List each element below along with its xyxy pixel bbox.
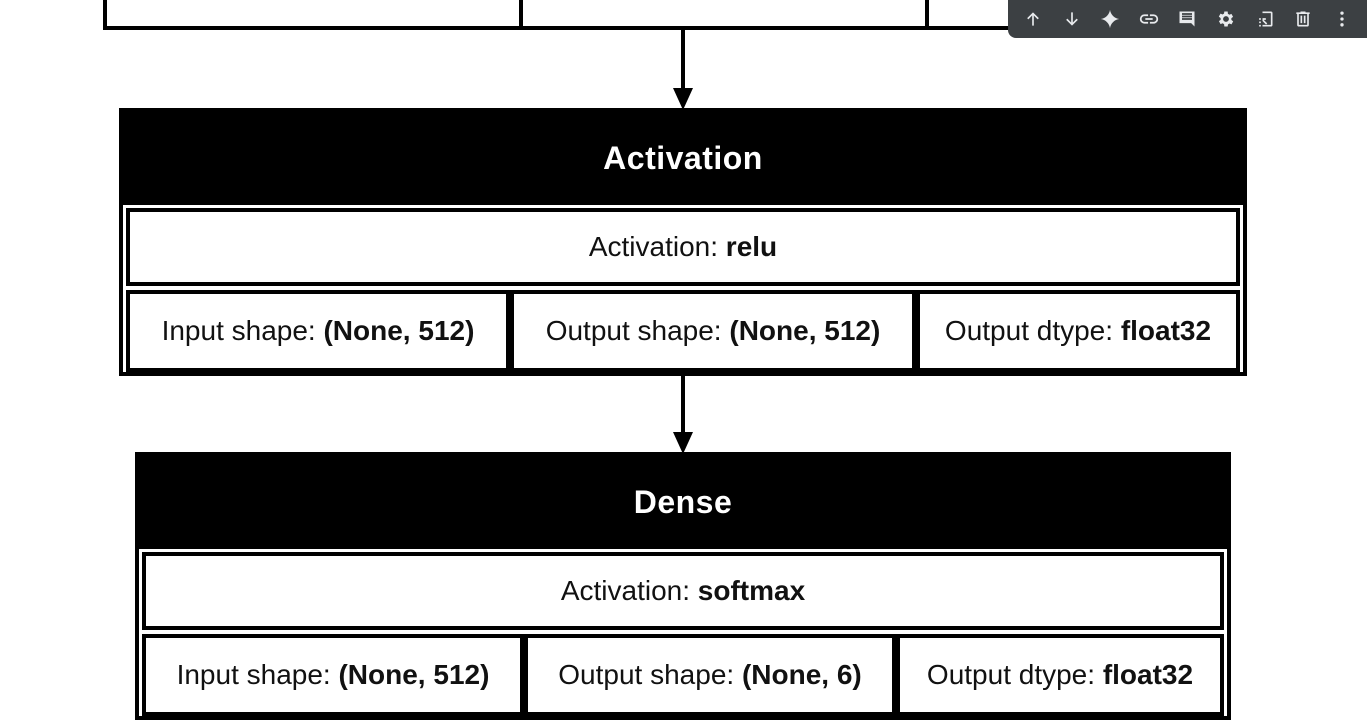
cell-divider [519,0,523,26]
shape-row: Input shape: (None, 512) Output shape: (… [142,634,1224,716]
comment-icon[interactable] [1171,3,1203,35]
output-dtype-label: Output dtype: [944,315,1114,346]
output-dtype-cell: Output dtype: float32 [896,634,1224,716]
activation-label: Activation: [560,575,690,606]
activation-label: Activation: [588,231,719,262]
output-shape-label: Output shape: [545,315,722,346]
connector-arrow [673,374,693,454]
output-dtype-value: float32 [1120,315,1212,346]
layer-box-dense: Dense Activation: softmax Input shape: (… [135,452,1231,720]
shape-row: Input shape: (None, 512) Output shape: (… [126,290,1240,372]
input-shape-value: (None, 512) [338,659,490,690]
output-dtype-cell: Output dtype: float32 [916,290,1240,372]
input-shape-label: Input shape: [176,659,331,690]
activation-row: Activation: relu [126,208,1240,286]
mirror-cell-icon[interactable] [1249,3,1281,35]
connector-arrow [673,30,693,110]
more-options-icon[interactable] [1326,3,1358,35]
cell-divider [925,0,929,26]
activation-row: Activation: softmax [142,552,1224,630]
activation-value: softmax [697,575,806,606]
layer-box-activation: Activation Activation: relu Input shape:… [119,108,1247,376]
layer-title: Dense [139,456,1227,549]
settings-icon[interactable] [1210,3,1242,35]
input-shape-label: Input shape: [161,315,316,346]
move-down-icon[interactable] [1056,3,1088,35]
cell-toolbar [1008,0,1367,38]
input-shape-value: (None, 512) [323,315,475,346]
output-shape-label: Output shape: [558,659,735,690]
output-shape-cell: Output shape: (None, 6) [524,634,896,716]
link-icon[interactable] [1133,3,1165,35]
activation-value: relu [725,231,778,262]
input-shape-cell: Input shape: (None, 512) [142,634,524,716]
output-shape-value: (None, 512) [729,315,881,346]
output-shape-cell: Output shape: (None, 512) [510,290,916,372]
layer-title: Activation [123,112,1243,205]
output-shape-value: (None, 6) [741,659,862,690]
input-shape-cell: Input shape: (None, 512) [126,290,510,372]
sparkle-icon[interactable] [1094,3,1126,35]
output-dtype-label: Output dtype: [926,659,1096,690]
move-up-icon[interactable] [1017,3,1049,35]
output-dtype-value: float32 [1102,659,1194,690]
delete-icon[interactable] [1287,3,1319,35]
